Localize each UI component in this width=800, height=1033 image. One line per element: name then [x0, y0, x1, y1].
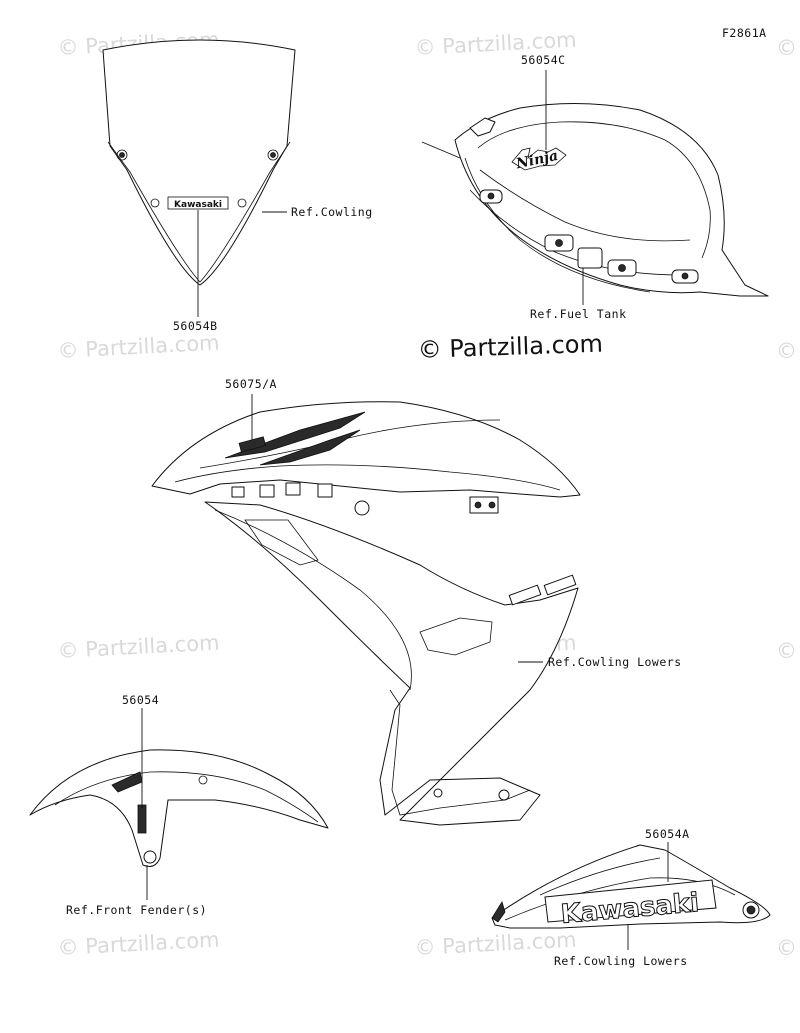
windshield-decal	[167, 196, 229, 210]
ref-front-fender[interactable]: Ref.Front Fender(s)	[66, 903, 207, 917]
cowling-upper-outline	[151, 401, 581, 498]
windshield-inner-edge	[107, 141, 291, 283]
windshield-bolt-lower-left	[150, 198, 160, 208]
windshield-part[interactable]: Kawasaki	[102, 39, 296, 286]
cowling-side-inner	[214, 509, 412, 691]
watermark-edge-3: ©	[776, 639, 797, 663]
windshield-bolt-lower-right	[237, 198, 247, 208]
cowling-stripe-2	[259, 429, 361, 466]
cowling-upper-inner	[174, 464, 561, 491]
fuel-tank-body-line	[477, 121, 711, 259]
cowling-mount-tabs	[231, 482, 577, 801]
cowling-part[interactable]	[151, 401, 581, 826]
front-fender-part[interactable]	[29, 749, 329, 867]
figure-id: F2861A	[722, 26, 767, 40]
watermark-upper-left: © Partzilla.com	[57, 331, 220, 363]
front-fender-bolt	[143, 850, 157, 864]
cowling-lower-part[interactable]: Kawasaki	[491, 844, 771, 930]
windshield-bolt-right	[267, 149, 279, 161]
watermark-bottom-center: © Partzilla.com	[414, 928, 577, 960]
watermark-mid-left: © Partzilla.com	[57, 631, 220, 663]
fuel-tank-outline	[454, 102, 769, 297]
cowling-lower-decal	[544, 879, 717, 923]
watermark-edge-2: ©	[776, 339, 797, 363]
fuel-tank-decal	[511, 147, 567, 171]
part-number-56054[interactable]: 56054	[122, 693, 159, 707]
part-number-56075A[interactable]: 56075/A	[225, 377, 277, 391]
cowling-decal-56075	[238, 436, 267, 453]
windshield-outline	[102, 39, 296, 286]
fuel-tank-inner-line	[479, 169, 691, 242]
cowling-lower-bolt-core	[746, 905, 756, 915]
fuel-tank-edge-line	[464, 157, 651, 293]
part-number-56054C[interactable]: 56054C	[521, 53, 566, 67]
fuel-tank-cap	[469, 117, 496, 137]
fuel-tank-mount-1	[479, 189, 503, 204]
front-fender-inner	[54, 771, 319, 823]
cowling-lower-tip	[491, 901, 506, 923]
cowling-lower-crease	[539, 857, 661, 896]
fuel-tank-mount-3	[577, 247, 603, 269]
front-fender-decal	[137, 804, 147, 834]
part-number-56054B[interactable]: 56054B	[173, 319, 218, 333]
fuel-tank-mount-5	[671, 269, 699, 284]
watermark-edge-4: ©	[776, 936, 797, 960]
fuel-tank-mount-2	[544, 234, 574, 252]
ref-fuel-tank[interactable]: Ref.Fuel Tank	[530, 307, 627, 321]
cowling-side-panel	[204, 501, 579, 826]
windshield-bolt-left-core	[119, 152, 125, 158]
cowling-vent-upper	[244, 519, 319, 566]
ref-cowling[interactable]: Ref.Cowling	[291, 205, 373, 219]
ref-cowling-lowers-2[interactable]: Ref.Cowling Lowers	[554, 954, 688, 968]
front-fender-hole	[198, 775, 208, 785]
ref-cowling-lowers-1[interactable]: Ref.Cowling Lowers	[548, 655, 682, 669]
front-fender-outline	[29, 749, 329, 867]
main-watermark: © Partzilla.com	[417, 330, 603, 364]
watermark-bottom-left: © Partzilla.com	[57, 928, 220, 960]
watermark-edge-1: ©	[776, 36, 797, 60]
tank-breather-line	[421, 141, 461, 159]
fuel-tank-part[interactable]: Ninja	[421, 102, 769, 297]
windshield-decal-text: Kawasaki	[174, 200, 222, 210]
windshield-bolt-left	[116, 149, 128, 161]
part-number-56054A[interactable]: 56054A	[645, 827, 690, 841]
cowling-vent-lower	[419, 617, 493, 656]
fuel-tank-mount-4	[607, 259, 637, 277]
windshield-bolt-right-core	[270, 152, 276, 158]
